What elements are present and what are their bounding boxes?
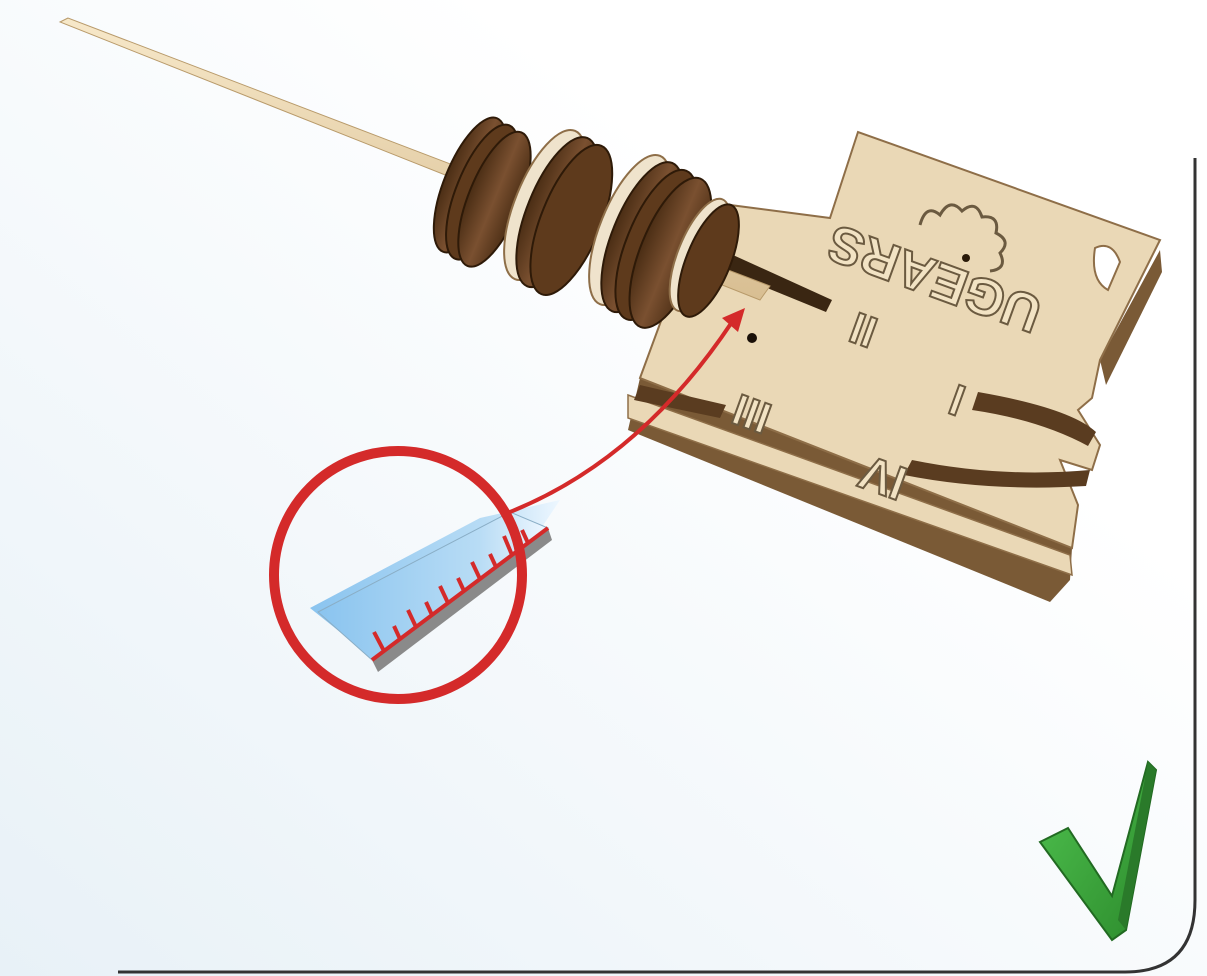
target-hole [747, 333, 757, 343]
